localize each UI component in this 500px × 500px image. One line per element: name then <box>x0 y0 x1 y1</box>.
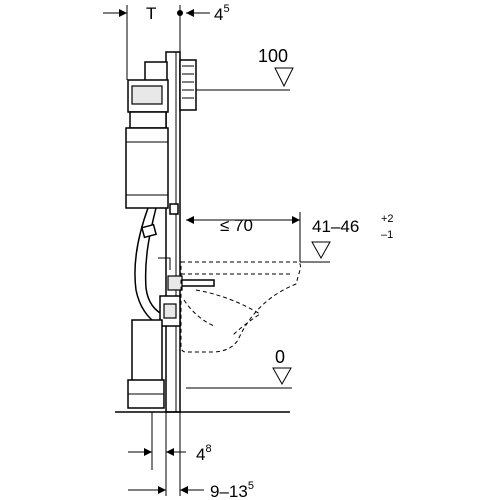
projection-label: ≤ 70 <box>220 216 253 235</box>
seat-height-marker: 41–46 +2 –1 <box>300 213 394 263</box>
flush-pipe <box>134 207 181 327</box>
top-dimension: T 45 <box>103 3 230 80</box>
bottom-range-label: 9–135 <box>210 480 254 500</box>
seat-height-lower-tol: –1 <box>381 229 393 241</box>
cistern <box>125 59 197 215</box>
seat-height-upper-tol: +2 <box>381 213 394 225</box>
bottom-offset-label: 48 <box>196 443 212 464</box>
floor-level-label: 0 <box>275 347 285 367</box>
flush-height-label: 100 <box>258 46 288 66</box>
depth-label: T <box>146 4 156 23</box>
floor: 0 <box>115 347 292 413</box>
wc-bowl-outline <box>180 261 301 353</box>
seat-height-label: 41–46 <box>312 217 359 236</box>
top-offset-label: 45 <box>214 3 230 24</box>
flush-height-marker: 100 <box>196 46 294 91</box>
projection-dimension: ≤ 70 <box>186 212 301 262</box>
bottom-dimensions: 48 9–135 <box>128 412 254 500</box>
waste-connector <box>127 275 215 409</box>
